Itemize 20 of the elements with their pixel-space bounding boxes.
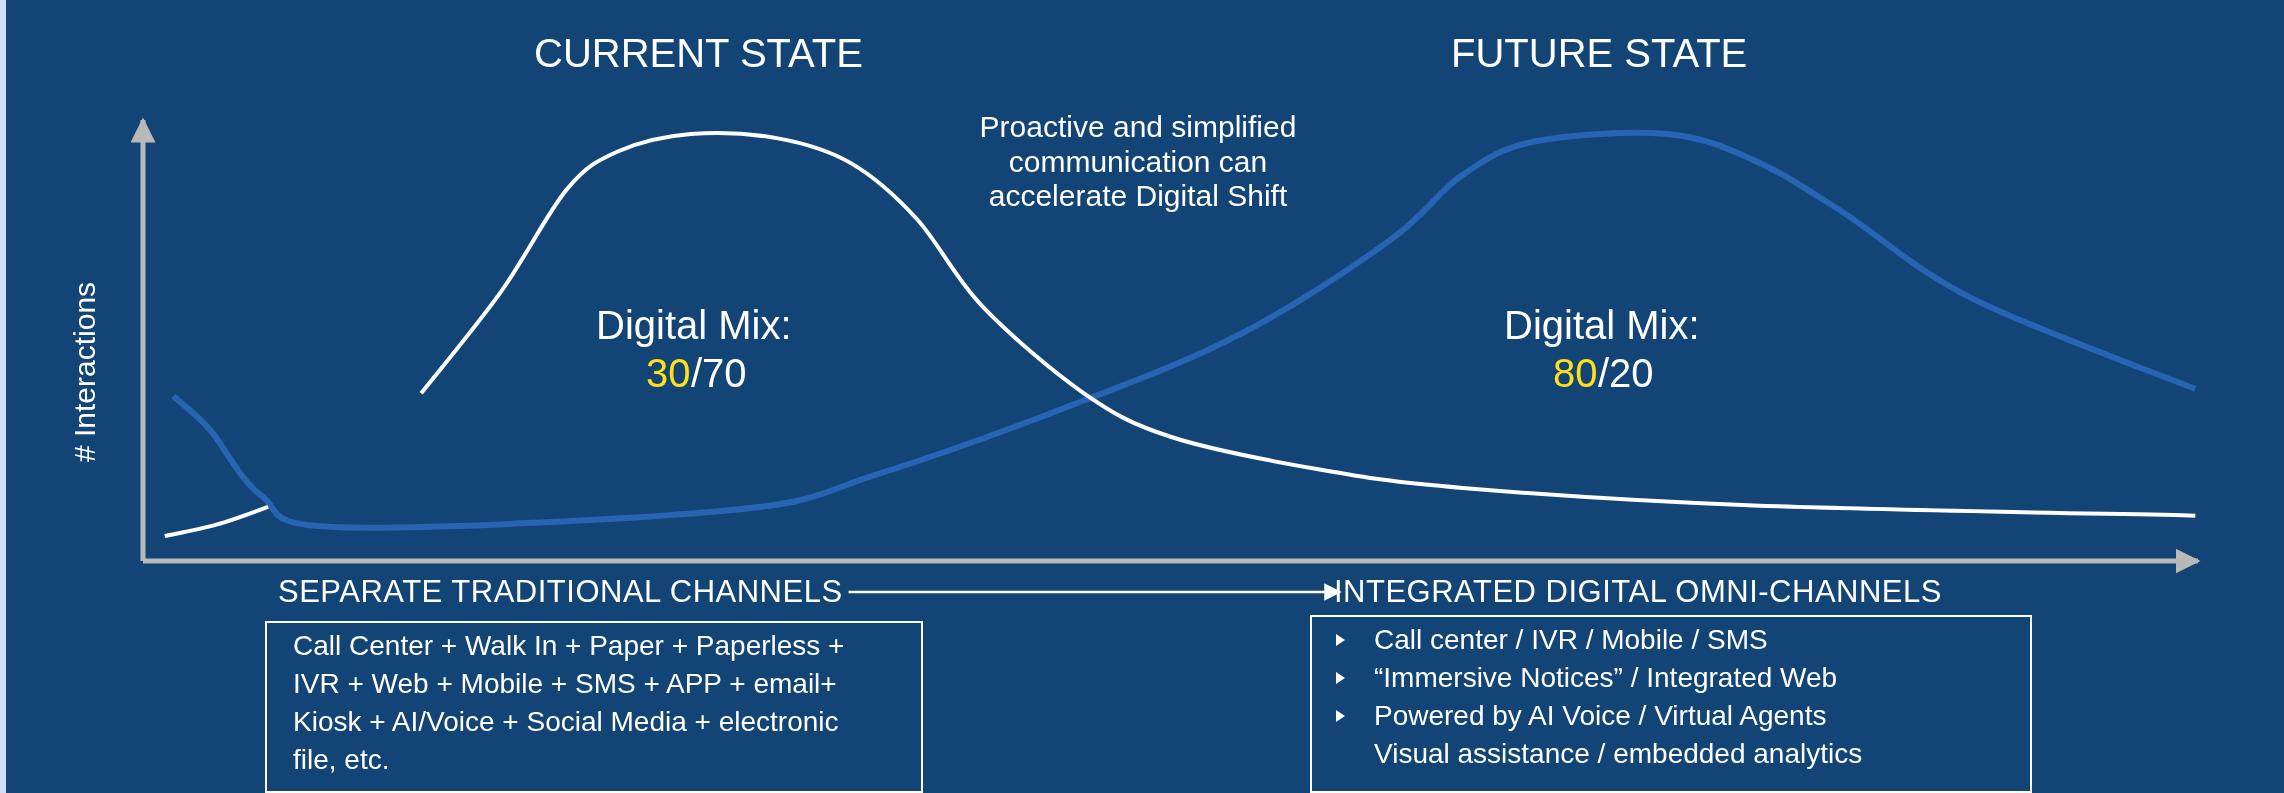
callout-text: Proactive and simplified communication can accelerate Digital Shift [978,110,1298,214]
channel-list-text: Call Center + Walk In + Paper + Paperless + IVR + Web + Mobile + SMS + APP + email+ Kiosk + AI/Voice + Social Media + electronic file, etc. [293,629,846,777]
mix-value: /20 [1598,350,1654,396]
list-item: Call center / IVR / Mobile / SMS [1334,621,2016,659]
arrow [848,583,1342,601]
mix-label: Digital Mix: [1504,302,1700,348]
channel-heading: SEPARATE TRADITIONAL CHANNELS [278,574,843,610]
section-title: FUTURE STATE [1451,30,1748,76]
axis-label: # Interactions [68,281,102,462]
mix-value: 30 [646,350,691,396]
section-title: CURRENT STATE [534,30,863,76]
channel-list-box [265,621,923,793]
mix-value: 80 [1553,350,1598,396]
mix-value: /70 [691,350,747,396]
mix-label: Digital Mix: [596,302,792,348]
channel-heading: INTEGRATED DIGITAL OMNI-CHANNELS [1334,574,1942,610]
list-item: Powered by AI Voice / Virtual Agents [1334,697,2016,735]
list-item: Visual assistance / embedded analytics [1373,737,1864,771]
channel-list-box [1310,615,2032,793]
list-item: “Immersive Notices” / Integrated Web [1334,659,2016,697]
